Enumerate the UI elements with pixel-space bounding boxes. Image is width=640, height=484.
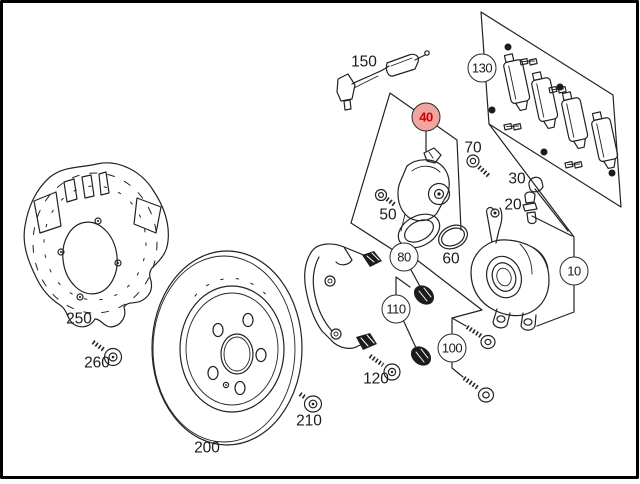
guide-bolt-100a-art [465, 325, 496, 350]
callout-60[interactable]: 60 [442, 250, 460, 268]
callout-200[interactable]: 200 [194, 439, 220, 457]
callout-70[interactable]: 70 [464, 139, 482, 157]
brake-rotor-art [151, 250, 303, 446]
callout-100[interactable]: 100 [437, 333, 467, 363]
callout-130[interactable]: 130 [467, 53, 497, 83]
brake-pads-box-art [488, 43, 619, 177]
callout-10[interactable]: 10 [559, 256, 589, 286]
caliper-art [470, 206, 550, 331]
callout-110[interactable]: 110 [381, 294, 411, 324]
bolt-50-art [374, 188, 397, 207]
callout-40[interactable]: 40 [411, 102, 441, 132]
callout-30[interactable]: 30 [508, 170, 526, 188]
bolt-260-art [91, 340, 123, 367]
callout-20[interactable]: 20 [504, 196, 522, 214]
splash-shield-art [23, 162, 169, 328]
callout-150[interactable]: 150 [351, 53, 377, 71]
bolt-70-art [466, 154, 492, 179]
wear-sensor-art [336, 50, 430, 111]
actuator-40-art [397, 147, 451, 249]
callout-120[interactable]: 120 [363, 370, 389, 388]
callout-50[interactable]: 50 [379, 206, 397, 224]
callout-260[interactable]: 260 [84, 354, 110, 372]
callout-80[interactable]: 80 [389, 242, 419, 272]
bolt-120-art [368, 354, 401, 381]
bleeder-20-art [522, 191, 538, 225]
cap-30-art [528, 176, 544, 193]
callout-250[interactable]: 250 [66, 310, 92, 328]
caliper-carrier-art [304, 243, 382, 350]
guide-bolt-100b-art [462, 376, 495, 403]
screw-210-art [298, 392, 323, 413]
bushing-80-art [413, 285, 435, 305]
bushing-110-art [410, 346, 432, 366]
callout-210[interactable]: 210 [296, 412, 322, 430]
oring-60-art [438, 224, 468, 250]
